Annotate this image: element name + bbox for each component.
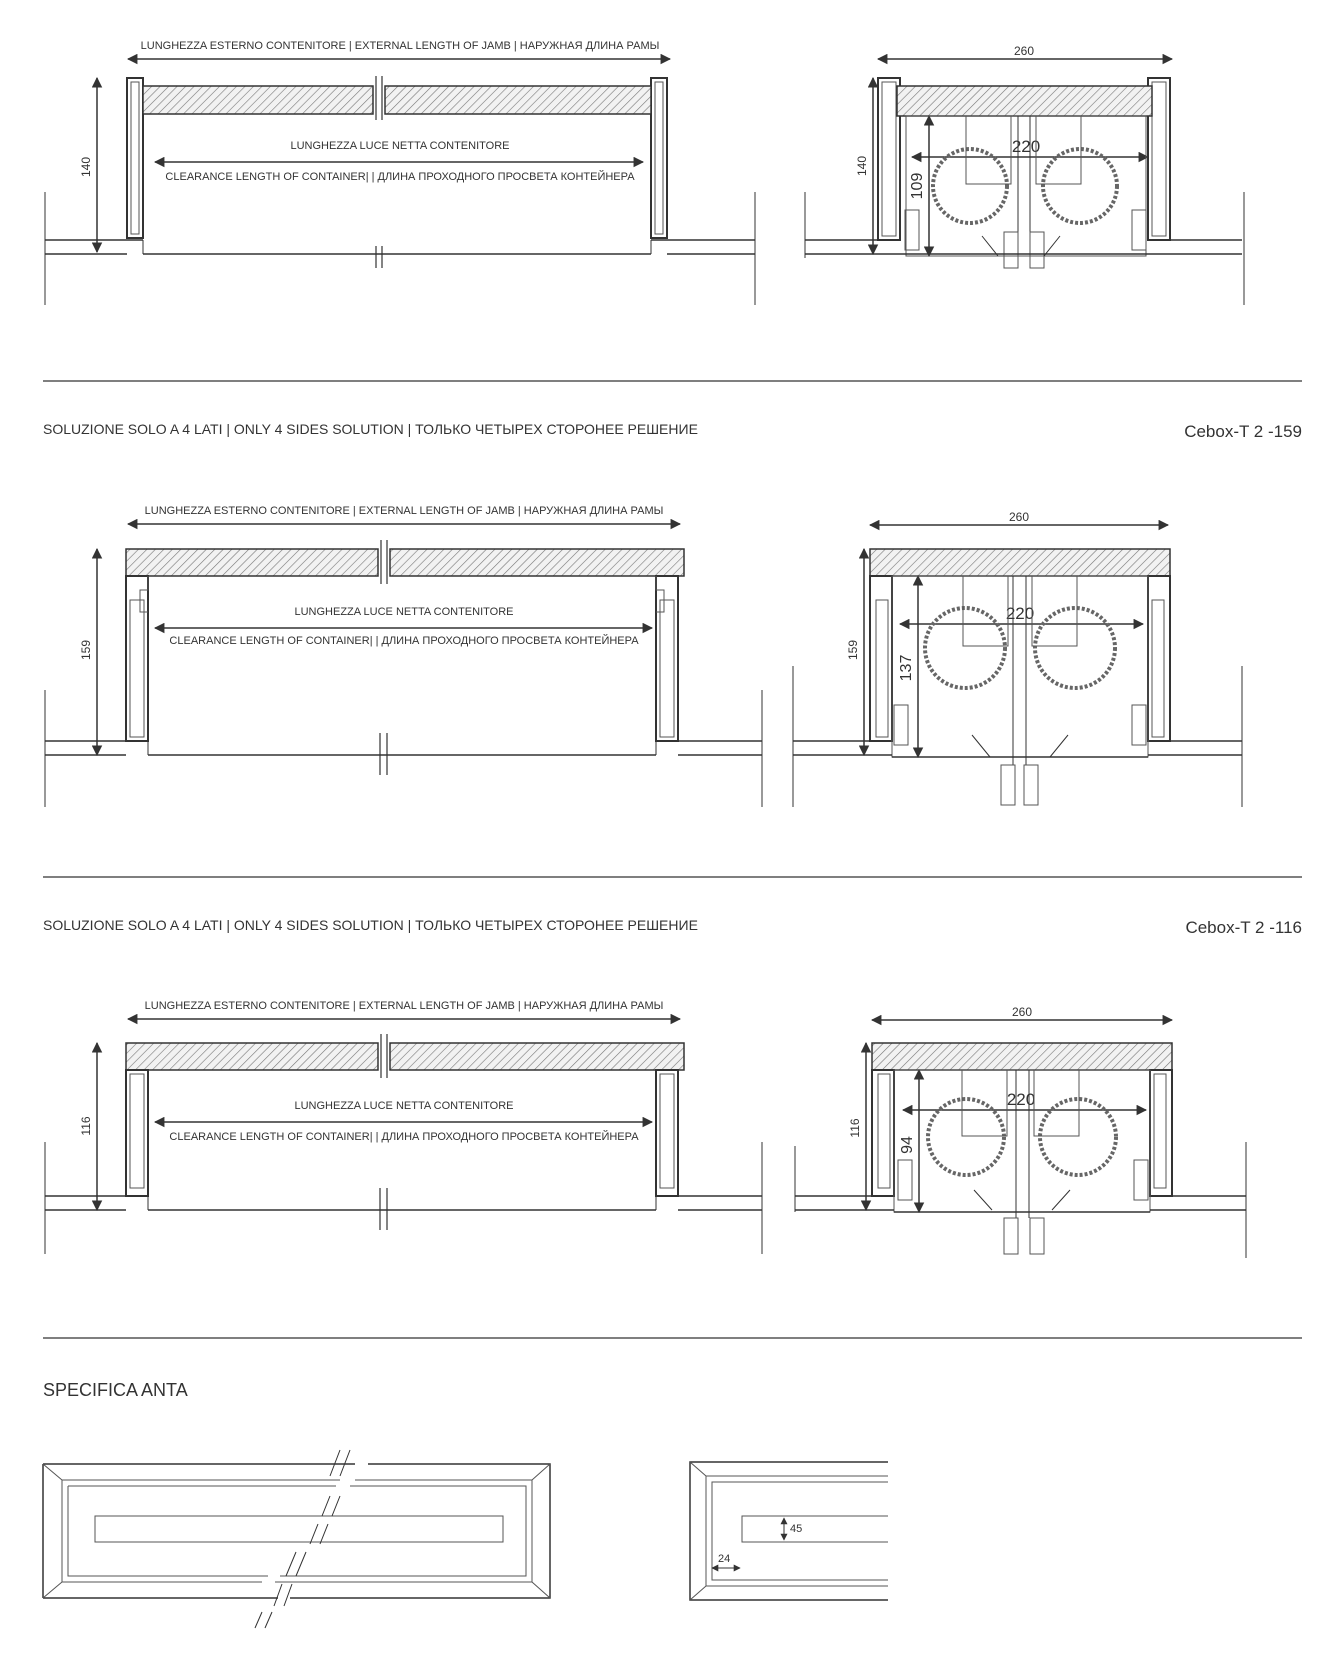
cross-section-140: 260 140 220 109 bbox=[804, 44, 1245, 305]
door-spec-section: SPECIFICA ANTA 45 24 bbox=[42, 1380, 888, 1629]
width-260-label: 260 bbox=[1009, 510, 1029, 524]
clearance-label-en-ru: CLEARANCE LENGTH OF CONTAINER| | ДЛИНА П… bbox=[165, 170, 635, 183]
width-260-label: 260 bbox=[1012, 1005, 1032, 1019]
section-title-116: SOLUZIONE SOLO A 4 LATI | ONLY 4 SIDES S… bbox=[43, 917, 698, 933]
external-length-label: LUNGHEZZA ESTERNO CONTENITORE | EXTERNAL… bbox=[145, 505, 664, 517]
width-220-label: 220 bbox=[1006, 604, 1034, 623]
height-dim-label: 116 bbox=[79, 1116, 93, 1135]
door-spec-title: SPECIFICA ANTA bbox=[43, 1380, 188, 1400]
fan-coil-right bbox=[1041, 147, 1119, 225]
clearance-label-it: LUNGHEZZA LUCE NETTA CONTENITORE bbox=[294, 606, 513, 618]
clearance-label-it: LUNGHEZZA LUCE NETTA CONTENITORE bbox=[294, 1100, 513, 1112]
external-length-label: LUNGHEZZA ESTERNO CONTENITORE | EXTERNAL… bbox=[145, 1000, 664, 1012]
width-220-label: 220 bbox=[1012, 137, 1040, 156]
cross-section-116: 260 116 220 94 bbox=[794, 1005, 1247, 1258]
inner-height-label: 137 bbox=[898, 655, 915, 682]
side-height-label: 140 bbox=[855, 156, 869, 176]
fan-coil-right bbox=[1033, 606, 1117, 690]
side-height-label: 159 bbox=[846, 640, 860, 660]
slot-height-label: 45 bbox=[790, 1523, 802, 1535]
section-title-159: SOLUZIONE SOLO A 4 LATI | ONLY 4 SIDES S… bbox=[43, 421, 698, 437]
height-dim-label: 140 bbox=[79, 157, 93, 177]
fan-coil-left bbox=[926, 1097, 1006, 1177]
width-220-label: 220 bbox=[1007, 1090, 1035, 1109]
clearance-label-it: LUNGHEZZA LUCE NETTA CONTENITORE bbox=[290, 140, 509, 152]
fan-coil-right bbox=[1038, 1097, 1118, 1177]
side-height-label: 116 bbox=[848, 1118, 862, 1137]
long-elevation-159: LUNGHEZZA ESTERNO CONTENITORE | EXTERNAL… bbox=[44, 505, 763, 807]
door-panel-detail: 45 24 bbox=[689, 1461, 888, 1601]
border-width-label: 24 bbox=[718, 1553, 730, 1565]
clearance-label-en-ru: CLEARANCE LENGTH OF CONTAINER| | ДЛИНА П… bbox=[169, 634, 639, 647]
external-length-label: LUNGHEZZA ESTERNO CONTENITORE | EXTERNAL… bbox=[141, 40, 660, 52]
height-dim-label: 159 bbox=[79, 640, 93, 660]
section-159: SOLUZIONE SOLO A 4 LATI | ONLY 4 SIDES S… bbox=[43, 421, 1302, 807]
cross-section-159: 260 159 220 137 bbox=[792, 510, 1243, 807]
model-name-116: Cebox-T 2 -116 bbox=[1185, 918, 1302, 937]
door-panel-full bbox=[42, 1449, 551, 1629]
fan-coil-left bbox=[923, 606, 1007, 690]
long-elevation-140: LUNGHEZZA ESTERNO CONTENITORE | EXTERNAL… bbox=[44, 40, 756, 305]
clearance-label-en-ru: CLEARANCE LENGTH OF CONTAINER| | ДЛИНА П… bbox=[169, 1130, 639, 1143]
section-116: SOLUZIONE SOLO A 4 LATI | ONLY 4 SIDES S… bbox=[43, 917, 1302, 1258]
width-260-label: 260 bbox=[1014, 44, 1034, 58]
fan-coil-left bbox=[931, 147, 1009, 225]
inner-height-label: 109 bbox=[909, 173, 926, 200]
model-name-159: Cebox-T 2 -159 bbox=[1184, 422, 1302, 441]
section-140: LUNGHEZZA ESTERNO CONTENITORE | EXTERNAL… bbox=[44, 40, 1245, 305]
inner-height-label: 94 bbox=[899, 1136, 916, 1154]
long-elevation-116: LUNGHEZZA ESTERNO CONTENITORE | EXTERNAL… bbox=[44, 1000, 763, 1254]
